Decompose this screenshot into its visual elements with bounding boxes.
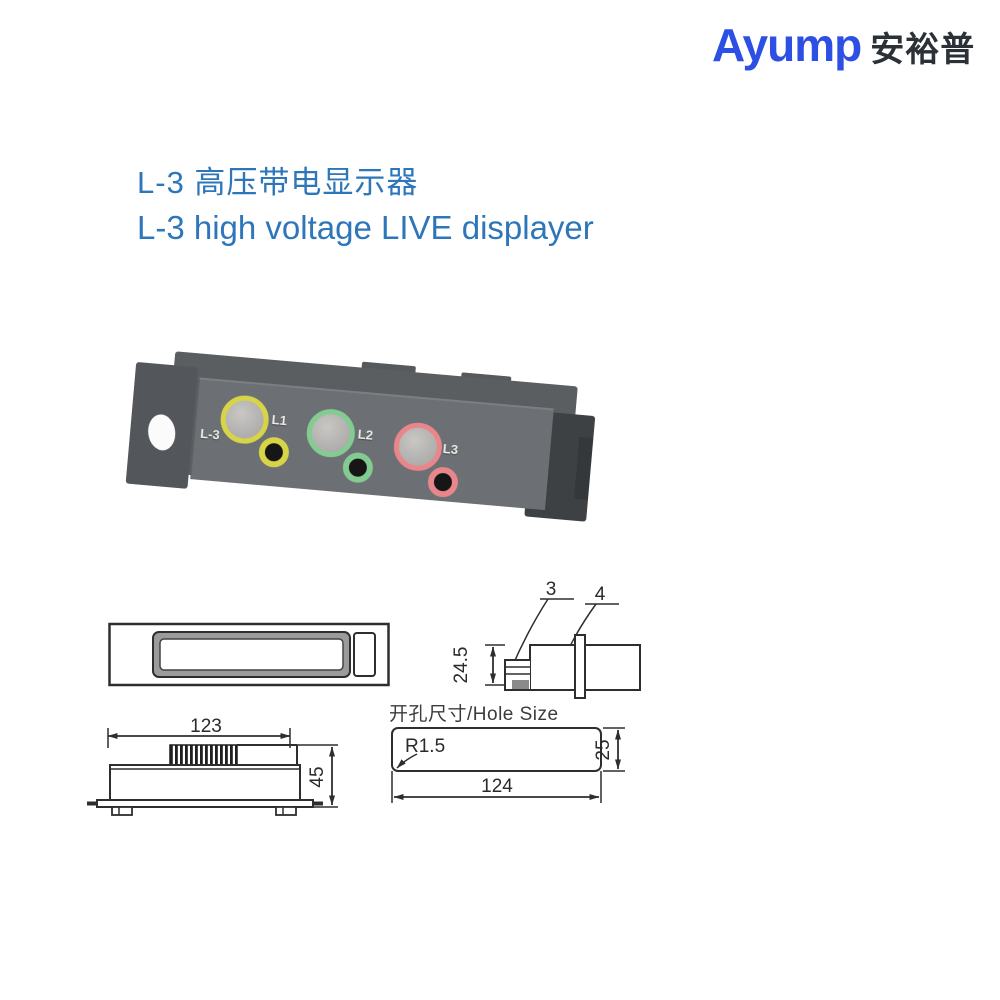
brand-text: Ayump [712, 19, 862, 71]
brand-cn-text: 安裕普 [870, 31, 976, 69]
lamp-label-l1: L1 [271, 411, 288, 429]
dim-25-label: 25 [593, 739, 614, 760]
lamp-label-l3: L3 [442, 441, 459, 458]
lamp-label-l2: L2 [357, 426, 374, 443]
product-title: L-3 高压带电显示器 L-3 high voltage LIVE displa… [137, 157, 594, 247]
top-view-drawing [108, 622, 390, 687]
side-view-drawing: 3 4 24.5 [451, 579, 641, 699]
dim-height-label: 45 [307, 766, 328, 787]
dim-124-label: 124 [481, 776, 513, 797]
panel-model-label: L-3 [199, 425, 221, 443]
hole-size-drawing: R1.5 25 124 [391, 727, 625, 803]
corner-radius-label: R1.5 [405, 736, 445, 757]
part-3-label: 3 [546, 579, 557, 600]
front-view-drawing: 123 45 [87, 716, 338, 816]
mounting-hole [146, 412, 178, 452]
product-title-en: L-3 high voltage LIVE displayer [137, 209, 594, 246]
dim-24-5-label: 24.5 [451, 647, 472, 684]
mounting-flange [125, 361, 199, 489]
hole-size-caption: 开孔尺寸/Hole Size [389, 704, 559, 725]
part-4-label: 4 [595, 584, 606, 605]
dim-width-label: 123 [190, 716, 222, 737]
product-title-cn: L-3 高压带电显示器 [137, 165, 419, 200]
brand-logo: Ayump 安裕普 [712, 18, 975, 72]
product-photo: L1 L2 L3 L-3 [125, 342, 618, 542]
